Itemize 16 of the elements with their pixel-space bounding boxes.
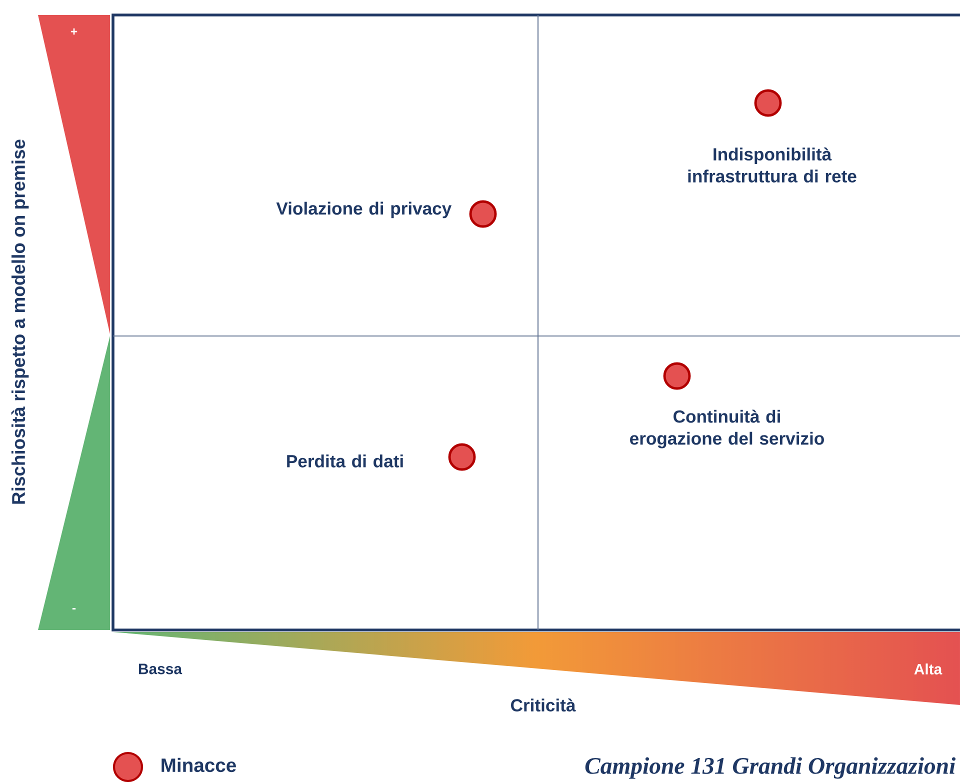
threat-label: Indisponibilità infrastruttura di rete bbox=[688, 147, 856, 182]
threat-dot bbox=[663, 362, 691, 390]
caption: Campione 131 Grandi Organizzazioni bbox=[585, 757, 956, 779]
threat-dot bbox=[754, 89, 782, 117]
threat-label: Perdita di dati bbox=[287, 454, 403, 468]
threat-dot bbox=[448, 443, 476, 471]
threat-label: Violazione di privacy bbox=[276, 202, 452, 218]
axis-label: Criticità bbox=[511, 698, 576, 712]
scale-label: Bassa bbox=[139, 664, 182, 674]
threat-dot bbox=[469, 200, 497, 228]
sign-label: - bbox=[72, 608, 76, 610]
scale-label: Alta bbox=[914, 664, 942, 674]
axis-label: Rischiosità rispetto a modello on premise bbox=[11, 140, 29, 504]
legend-label: Minacce bbox=[162, 758, 236, 772]
sign-label: + bbox=[70, 28, 78, 35]
threat-label: Continuità di erogazione del servizio bbox=[630, 410, 824, 448]
